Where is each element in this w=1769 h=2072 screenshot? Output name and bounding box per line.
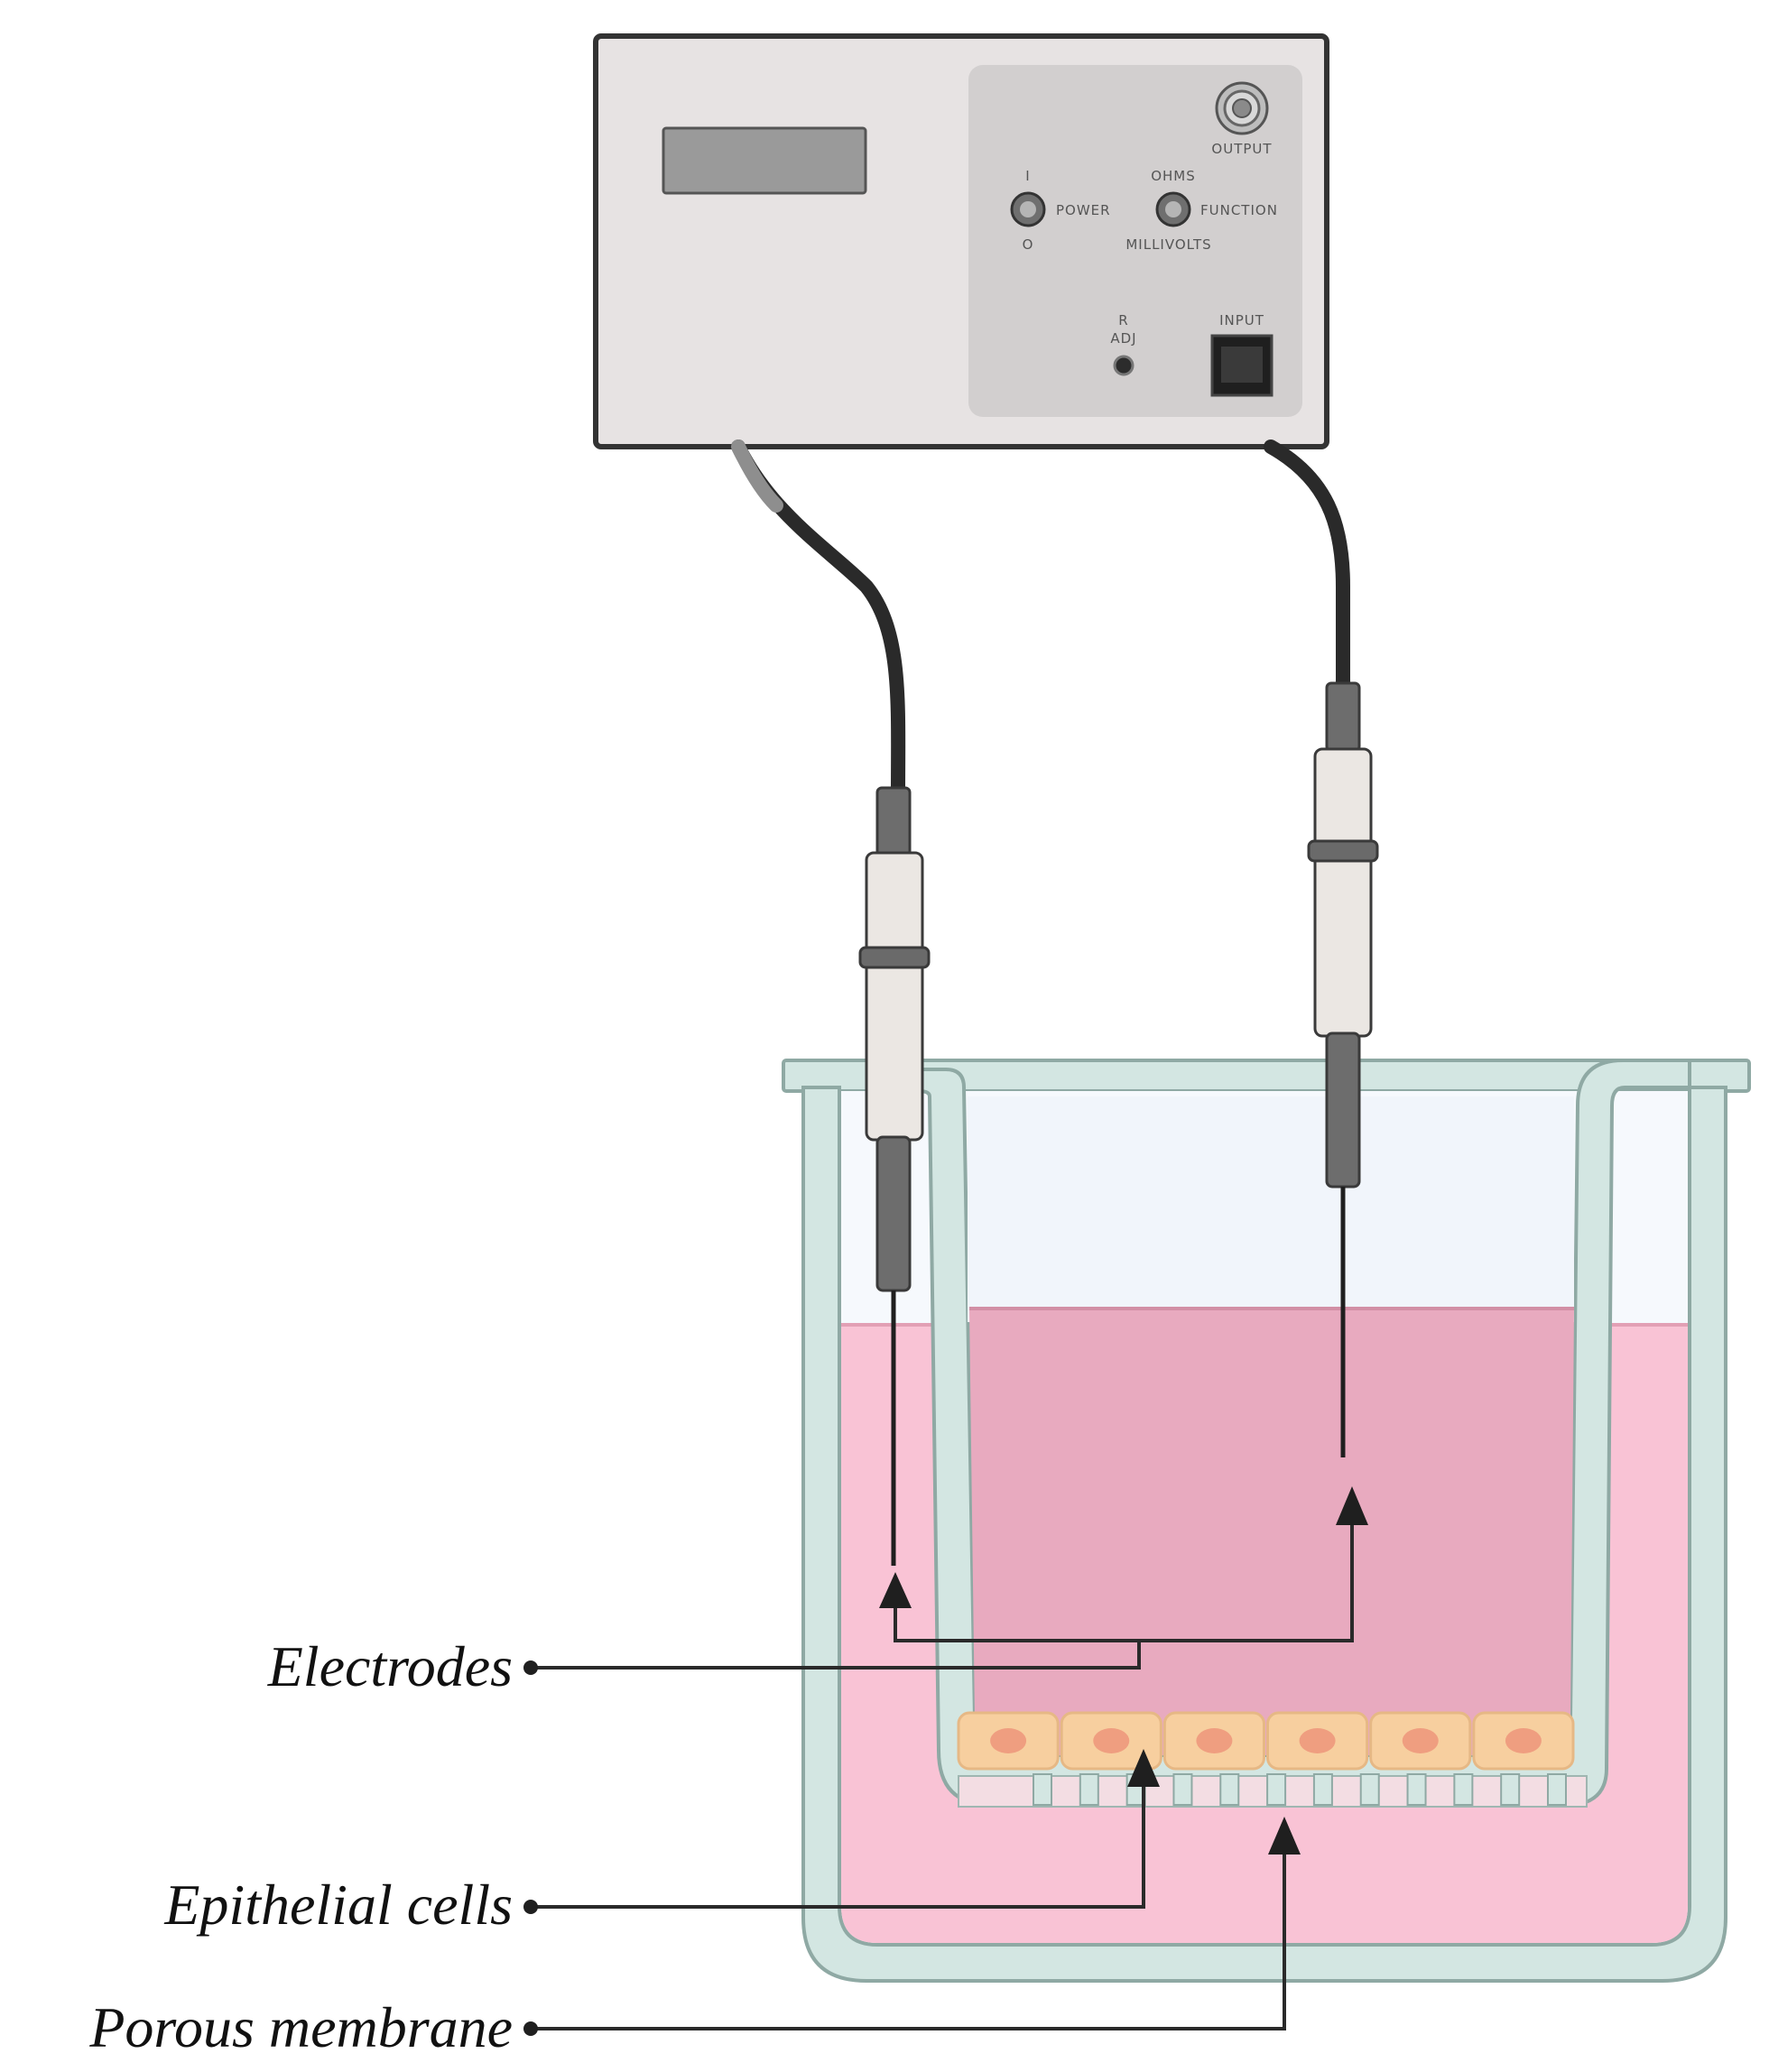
input-port-icon[interactable] — [1210, 334, 1273, 397]
left-electrode — [858, 786, 931, 1566]
porous-membrane-label: Porous membrane — [88, 1995, 513, 2059]
right-electrode-neck — [1325, 681, 1361, 753]
voltohmmeter-device: OUTPUT I POWER O OHMS FUNCTION MILLIVOLT… — [593, 33, 1329, 449]
right-electrode-handle — [1313, 747, 1373, 1038]
epithelial-cell — [1060, 1711, 1162, 1771]
cell-nucleus — [1505, 1728, 1542, 1753]
adj-label: ADJ — [1110, 330, 1136, 347]
insert-medium — [969, 1309, 1574, 1755]
callout-leaders — [531, 1525, 1354, 2030]
membrane-pore — [1359, 1773, 1380, 1806]
function-label: FUNCTION — [1200, 202, 1278, 218]
epithelial-cells-dot — [523, 1900, 538, 1914]
epithelial-cells-arrowhead — [1127, 1749, 1160, 1787]
power-off-label: O — [1023, 236, 1034, 253]
power-label: POWER — [1056, 202, 1111, 218]
r-adjust-knob-icon[interactable] — [1113, 355, 1135, 376]
epithelial-cell-layer — [957, 1711, 1575, 1771]
membrane-pore — [1406, 1773, 1427, 1806]
left-cable-strain-relief — [731, 439, 783, 513]
right-electrode-arrowhead — [1336, 1486, 1368, 1525]
epithelial-cells-label: Epithelial cells — [163, 1873, 513, 1937]
left-electrode-neck — [875, 786, 912, 857]
porous-membrane-arrowhead — [1268, 1817, 1301, 1855]
right-electrode — [1307, 681, 1379, 1457]
left-electrode-tip — [875, 1135, 912, 1292]
epithelial-cell — [957, 1711, 1060, 1771]
input-label: INPUT — [1219, 312, 1264, 328]
membrane-pore — [1266, 1773, 1287, 1806]
ohms-label: OHMS — [1151, 168, 1196, 184]
porous-membrane-dot — [523, 2021, 538, 2036]
cell-nucleus — [1299, 1728, 1336, 1753]
membrane-pore — [1500, 1773, 1521, 1806]
right-cable — [1264, 439, 1350, 693]
membrane-pore — [1312, 1773, 1333, 1806]
power-switch-knob-icon[interactable] — [1010, 191, 1046, 227]
callout-dots — [523, 1660, 538, 2036]
electrodes-label: Electrodes — [267, 1634, 513, 1698]
r-label: R — [1118, 312, 1128, 328]
callout-arrowheads — [879, 1486, 1368, 1855]
right-electrode-ring — [1307, 839, 1379, 863]
membrane-pore — [1079, 1773, 1099, 1806]
electrodes-dot — [523, 1660, 538, 1675]
left-electrode-handle — [865, 851, 924, 1142]
left-electrode-ring — [858, 946, 931, 969]
epithelial-cell — [1266, 1711, 1369, 1771]
epithelial-cell — [1472, 1711, 1575, 1771]
left-electrode-arrowhead — [879, 1572, 912, 1608]
membrane-pore — [1547, 1773, 1567, 1806]
porous-membrane-leader-line — [531, 1855, 1286, 2030]
right-electrode-tip — [1325, 1031, 1361, 1189]
epithelial-cell — [1369, 1711, 1472, 1771]
device-display — [662, 126, 867, 195]
epithelial-cell — [1162, 1711, 1266, 1771]
cell-nucleus — [1402, 1728, 1439, 1753]
millivolts-label: MILLIVOLTS — [1125, 236, 1211, 253]
membrane-pore — [1033, 1773, 1052, 1806]
cell-culture-insert — [917, 1059, 1691, 1808]
cell-nucleus — [990, 1728, 1027, 1753]
membrane-pore — [1453, 1773, 1474, 1806]
membrane-pore — [1219, 1773, 1240, 1806]
electrodes-bracket — [894, 1525, 1354, 1642]
electrodes-leader-line — [531, 1641, 1141, 1670]
power-on-label: I — [1025, 168, 1030, 184]
outer-well-wall — [801, 1086, 1727, 1983]
device-control-panel — [968, 65, 1302, 417]
membrane-pore — [1172, 1773, 1193, 1806]
cell-nucleus — [1093, 1728, 1130, 1753]
insert-headspace — [968, 1096, 1574, 1322]
function-switch-knob-icon[interactable] — [1155, 191, 1191, 227]
output-jack-icon[interactable] — [1215, 81, 1269, 135]
epithelial-cells-leader-line — [531, 1787, 1145, 1909]
output-label: OUTPUT — [1211, 141, 1272, 157]
porous-membrane — [958, 1773, 1588, 1808]
cell-nucleus — [1196, 1728, 1233, 1753]
